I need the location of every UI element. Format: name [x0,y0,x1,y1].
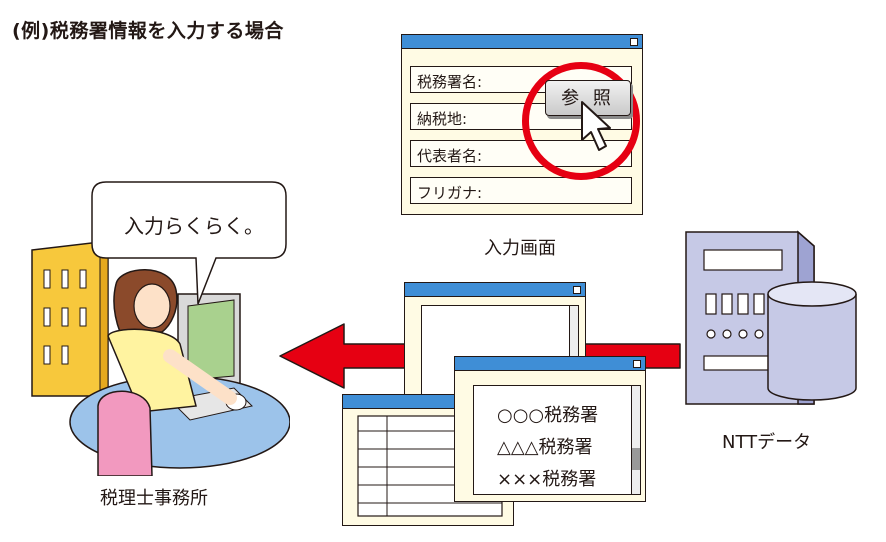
reference-button[interactable]: 参 照 [545,80,631,116]
list-item[interactable]: ×××税務署 [497,469,597,490]
mouse-cursor-icon [581,101,611,151]
speech-bubble [91,181,287,305]
tax-office-list-window: ○○○税務署 △△△税務署 ×××税務署 [454,356,646,502]
list-item[interactable]: △△△税務署 [497,437,593,458]
window-maximize-icon[interactable] [633,360,641,368]
page-heading: (例)税務署情報を入力する場合 [12,20,284,42]
input-screen-caption: 入力画面 [484,238,556,259]
highlight-ring [522,62,640,180]
furigana-field[interactable]: フリガナ: [410,177,632,204]
speech-bubble-text: 入力らくらく。 [124,214,264,238]
scrollbar-thumb[interactable] [632,448,640,470]
window-maximize-icon[interactable] [630,38,638,46]
server-icon [685,230,857,405]
tax-accountant-office-illustration [31,241,290,476]
server-caption: NTTデータ [722,432,812,453]
list-item[interactable]: ○○○税務署 [497,405,599,426]
window-maximize-icon[interactable] [573,286,581,294]
form-window-titlebar [402,35,642,49]
scrollbar[interactable] [631,385,641,495]
office-caption: 税理士事務所 [100,488,208,509]
